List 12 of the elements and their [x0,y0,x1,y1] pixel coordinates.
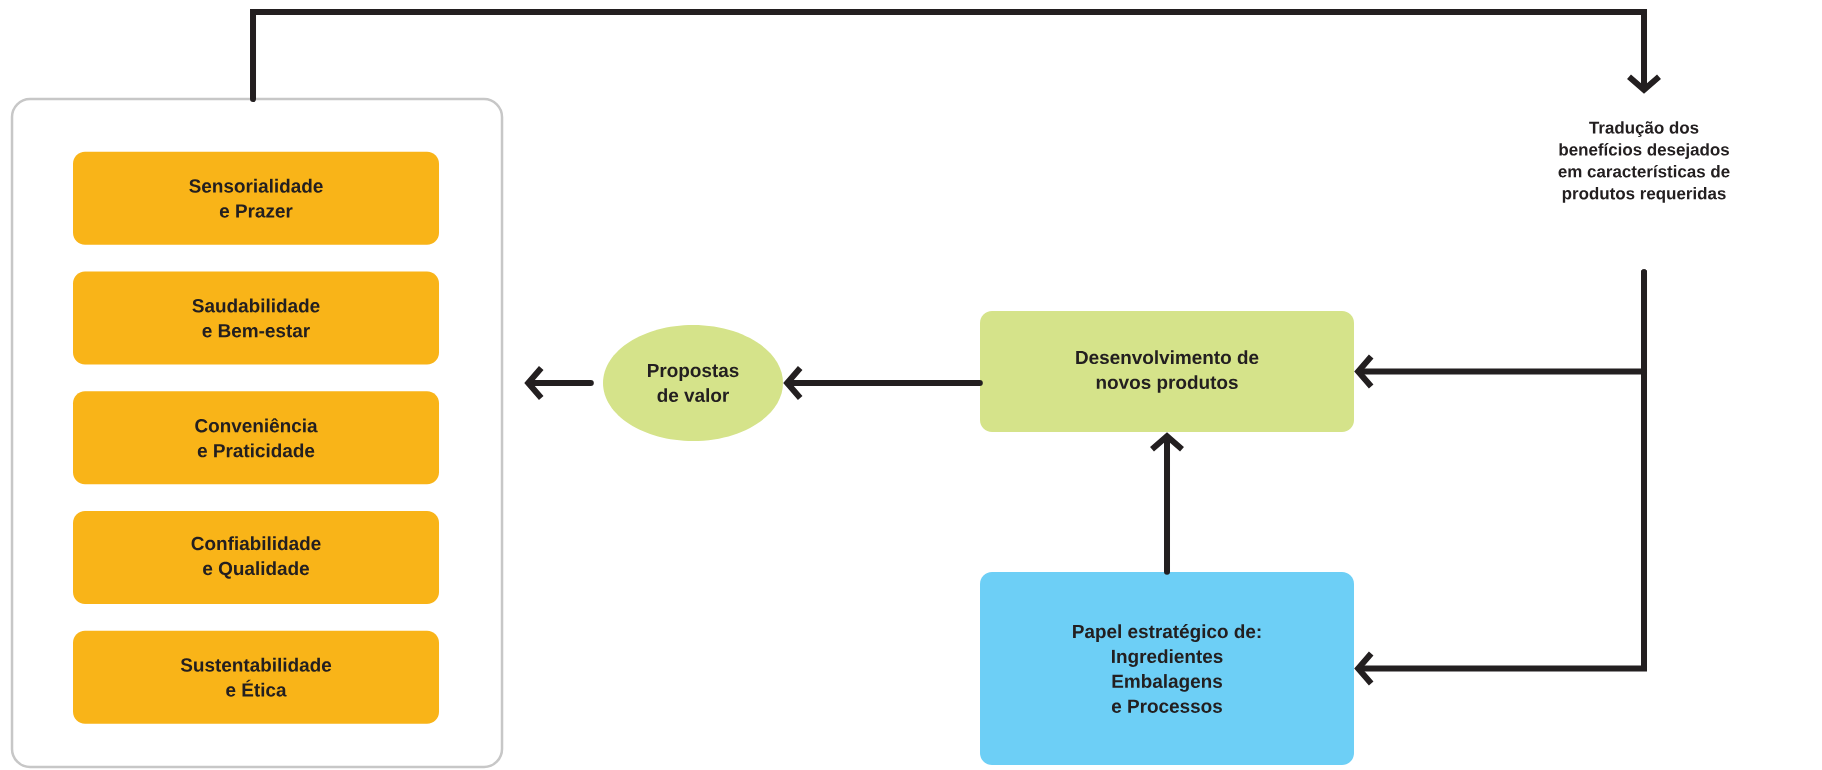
arrow [1150,432,1184,575]
category-box: Sensorialidade e Prazer [73,151,439,245]
arrow [250,9,1661,102]
process-box: Papel estratégico de: Ingredientes Embalagens e Processos [980,572,1354,765]
process-box: Desenvolvimento de novos produtos [980,311,1354,432]
description-text: Tradução dos benefícios desejados em características de produtos requeridas [1558,121,1730,203]
category-box: Saudabilidade e Bem-estar [73,271,439,365]
category-box: Conveniência e Praticidade [73,391,439,485]
arrow [783,366,983,400]
arrow [1354,269,1647,686]
category-box: Sustentabilidade e Ética [73,630,439,724]
category-box: Confiabilidade e Qualidade [73,511,439,604]
